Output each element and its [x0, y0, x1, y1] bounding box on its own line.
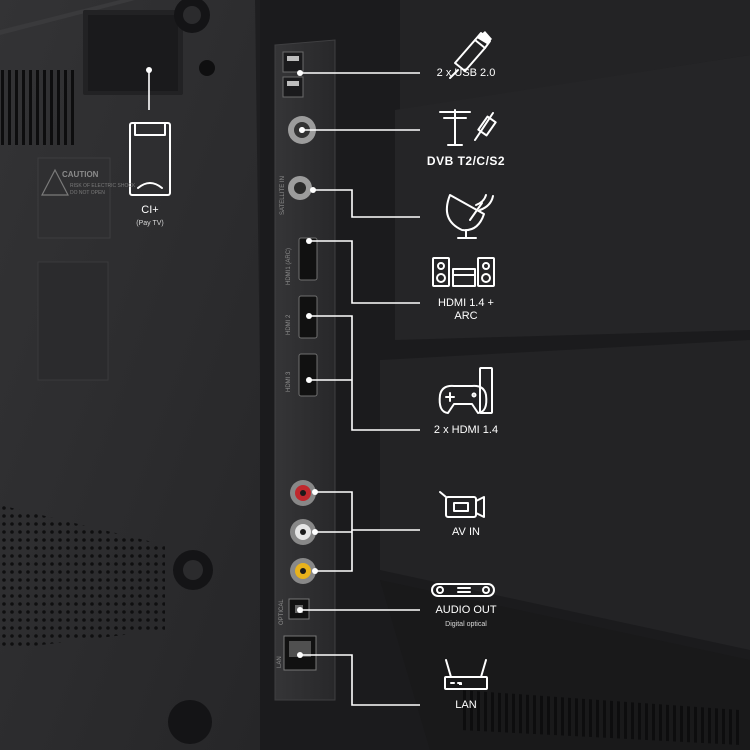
av-in-label: AV IN: [452, 526, 480, 538]
ci-slot: [88, 15, 178, 91]
game-console-icon: [438, 367, 493, 414]
panel-text-hdmi3: HDMI 3: [286, 371, 292, 392]
panel-text-hdmi-arc: HDMI1 (ARC): [286, 248, 292, 285]
leader-lines: [148, 70, 420, 706]
caution-sticker: [37, 157, 111, 239]
usb-icon-fill: [477, 31, 492, 44]
housing-panel-top: [400, 0, 750, 110]
ci-sublabel: (Pay TV): [136, 220, 164, 227]
usb-port-2: [282, 76, 304, 98]
lan-label: LAN: [455, 699, 477, 711]
usb-port-1: [282, 51, 304, 73]
panel-text-optical: OPTICAL: [279, 599, 285, 625]
label-area: [37, 261, 109, 381]
hdmi-port-3: [298, 353, 318, 397]
audio-out-label: AUDIO OUT: [435, 604, 497, 616]
dvb-label: DVB T2/C/S2: [426, 154, 506, 168]
hole-top: [199, 60, 215, 76]
panel-text-lan: LAN: [277, 656, 283, 668]
bottom-vent-slots: [460, 690, 740, 745]
top-left-vent: [0, 70, 78, 145]
hdmi-arc-label-line1: HDMI 1.4 +: [438, 297, 494, 309]
caution-line1: RISK OF ELECTRIC SHOCK: [70, 183, 136, 189]
hdmi-arc-label-line2: ARC: [454, 310, 478, 322]
antenna-icon: [439, 109, 471, 146]
hdmi-port-1: [298, 237, 318, 281]
caution-triangle-icon: [41, 168, 69, 196]
hdmi-label: 2 x HDMI 1.4: [433, 424, 499, 436]
soundbar-icon: [431, 583, 495, 597]
ci-label: CI+: [141, 204, 159, 216]
speaker-grille: [0, 505, 165, 650]
caution-line2: DO NOT OPEN: [70, 190, 105, 196]
housing-panel-low: [380, 340, 750, 650]
usb-label: 2 x USB 2.0: [436, 67, 496, 79]
audio-out-sublabel: Digital optical: [445, 621, 487, 628]
ci-card-icon: [129, 122, 171, 196]
camcorder-icon: [439, 491, 485, 518]
body-edge: [0, 0, 135, 35]
stand-mount: [168, 700, 212, 744]
caution-title: CAUTION: [62, 170, 99, 179]
panel-text-hdmi2: HDMI 2: [286, 314, 292, 335]
satellite-dish-icon: [446, 194, 494, 239]
panel-text-sat: SATELLITE IN: [280, 176, 286, 215]
coax-plug-icon: [474, 112, 497, 141]
home-theater-icon: [432, 257, 495, 287]
